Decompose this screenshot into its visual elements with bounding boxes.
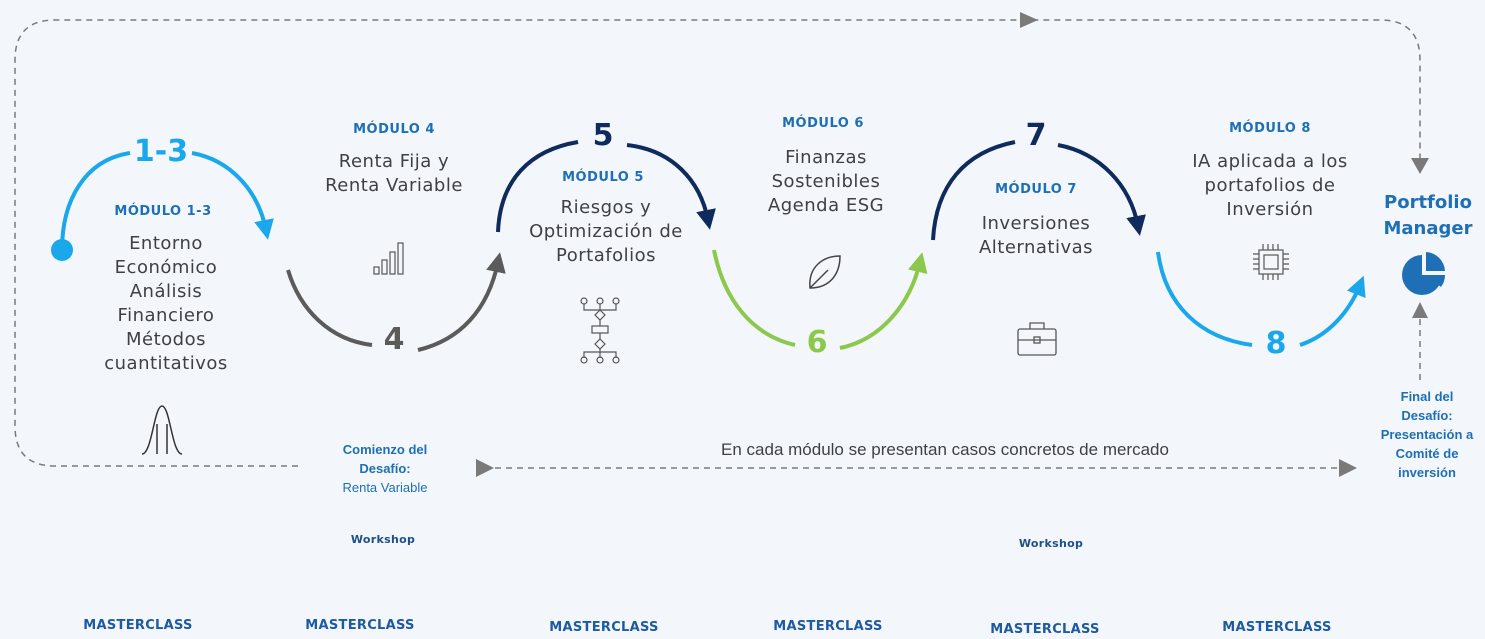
arc-5-right [626,143,716,230]
arc-1-3-right [191,151,274,240]
module-7-line: Inversiones [981,213,1091,234]
leaf-icon [809,255,841,289]
module-1-3-label: MÓDULO 1-3 [114,204,212,219]
arc-4-right [417,252,506,352]
module-7-label: MÓDULO 7 [995,182,1077,197]
module-1-3-line: Análisis [129,281,203,302]
masterclass-label: MASTERCLASS [83,618,193,633]
module-5-line: Riesgos y [560,197,652,218]
module-6-line: Sostenibles [771,171,881,192]
final-line: Desafío: [1401,408,1453,423]
module-6-line: Finanzas [785,147,867,168]
module-8-line: Inversión [1226,199,1314,220]
arc-5-left [496,140,579,233]
arc-6-right [839,252,928,350]
bell-curve-icon [141,405,183,455]
comienzo-line: Desafío: [359,461,411,476]
arc-6-left [712,249,796,347]
step-4-number: 4 [383,322,405,357]
step-7-number: 7 [1025,118,1047,153]
portfolio-manager-line: Portfolio [1384,192,1472,213]
masterclass-label: MASTERCLASS [1222,620,1332,635]
module-6-label: MÓDULO 6 [782,116,864,131]
module-1-3-title: Entorno Económico Análisis Financiero Mé… [104,232,228,376]
module-1-3-line: Métodos [126,329,206,350]
step-5-number: 5 [592,118,614,153]
module-4-line: Renta Fija y [338,151,450,172]
module-8-label: MÓDULO 8 [1229,121,1311,136]
final-line: Final del [1400,389,1454,404]
comienzo-desafio-note: Comienzo del Desafío: Renta Variable [342,440,427,497]
pie-chart-icon [1402,252,1445,295]
module-7-title: Inversiones Alternativas [979,212,1093,260]
dashed-top-loop [14,19,1421,467]
module-1-3-line: Financiero [117,305,215,326]
chip-icon [1253,244,1289,280]
arc-7-left [931,140,1016,241]
briefcase-icon [1017,322,1057,356]
module-8-line: portafolios de [1204,175,1336,196]
module-8-title: IA aplicada a los portafolios de Inversi… [1192,150,1348,222]
module-4-line: Renta Variable [325,175,463,196]
final-desafio-note: Final del Desafío: Presentación a Comité… [1381,387,1474,482]
module-6-title: Finanzas Sostenibles Agenda ESG [768,146,884,218]
module-5-label: MÓDULO 5 [562,170,644,185]
final-line: Comité de [1395,446,1459,461]
arc-8-left [1156,251,1253,347]
dashed-top-arrowhead [1020,12,1038,28]
final-line: Presentación a [1380,427,1474,442]
masterclass-label: MASTERCLASS [305,618,415,633]
bar-signal-icon [373,242,404,275]
portfolio-manager-line: Manager [1383,218,1473,239]
module-5-line: Optimización de [529,221,683,242]
module-7-line: Alternativas [978,237,1094,258]
portfolio-manager-title: Portfolio Manager [1384,190,1473,242]
dashed-casos-right-arrowhead [1339,459,1357,477]
module-4-label: MÓDULO 4 [353,122,435,137]
arc-8-right [1299,275,1366,347]
module-1-3-line: Económico [114,257,218,278]
arc-4-left [286,269,373,347]
workshop-label: Workshop [1018,537,1084,550]
module-1-3-line: Entorno [129,233,203,254]
module-6-line: Agenda ESG [767,195,885,216]
module-5-title: Riesgos y Optimización de Portafolios [529,196,683,268]
casos-text: En cada módulo se presentan casos concre… [721,440,1169,459]
masterclass-label: MASTERCLASS [549,620,659,635]
comienzo-line: Renta Variable [342,480,428,495]
masterclass-label: MASTERCLASS [773,619,883,634]
arc-1-3-left [60,151,131,251]
module-8-line: IA aplicada a los [1192,151,1348,172]
arc-7-right [1057,143,1146,236]
module-1-3-line: cuantitativos [104,353,228,374]
step-6-number: 6 [806,325,828,360]
dashed-final-arrowhead [1412,302,1428,318]
step-8-number: 8 [1265,326,1287,361]
final-line: inversión [1398,465,1456,480]
step-1-3-number: 1-3 [133,134,189,169]
module-4-title: Renta Fija y Renta Variable [325,150,463,198]
flowchart-icon [580,297,620,364]
comienzo-line: Comienzo del [342,442,428,457]
workshop-label: Workshop [350,533,416,546]
dashed-casos-left-arrowhead [476,459,494,477]
dashed-down-arrowhead [1411,158,1429,174]
module-5-line: Portafolios [556,245,656,266]
masterclass-label: MASTERCLASS [990,622,1100,637]
